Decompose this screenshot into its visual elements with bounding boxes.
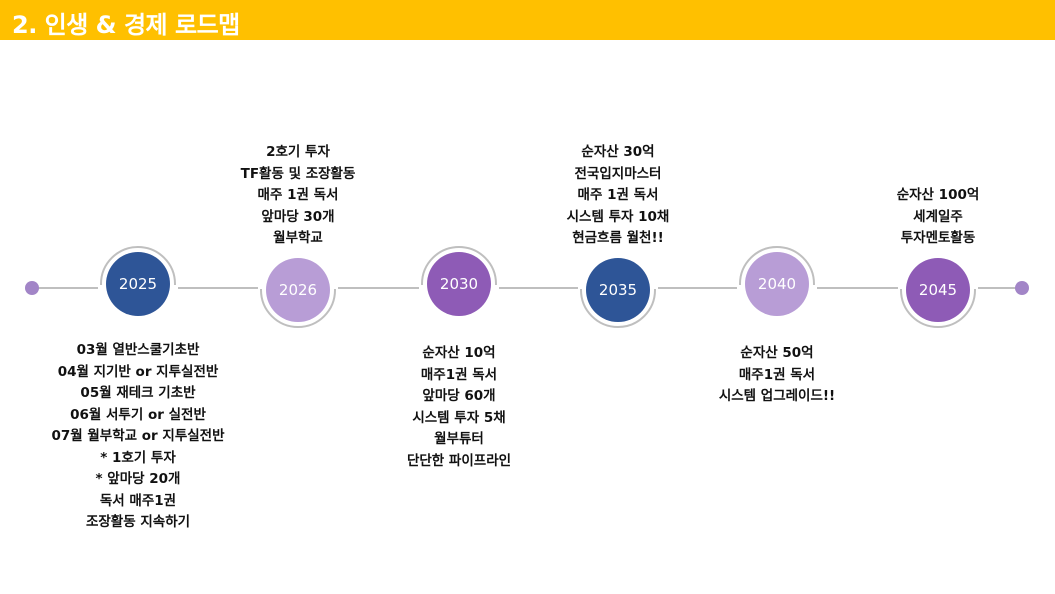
milestone-year-label: 2045 <box>919 281 957 299</box>
page-title: 2. 인생 & 경제 로드맵 <box>12 11 240 39</box>
milestone-goal-line: TF활동 및 조장활동 <box>240 165 356 182</box>
milestone-year-label: 2026 <box>279 281 317 299</box>
milestone-node-2030: 2030 <box>419 246 499 325</box>
milestone-goal-line: * 1호기 투자 <box>100 449 176 466</box>
milestone-goal-line: 투자멘토활동 <box>900 230 976 246</box>
header-bar: 2. 인생 & 경제 로드맵 <box>0 0 1055 40</box>
milestone-goal-line: 앞마당 30개 <box>261 208 335 225</box>
milestone-goals-2025: 03월 열반스쿨기초반 04월 지기반 or 지투실전반 05월 재테크 기초반 06… <box>51 340 224 534</box>
milestone-goal-line: 05월 재테크 기초반 <box>80 385 196 401</box>
milestone-goal-line: 월부학교 <box>273 230 323 246</box>
milestone-goal-line: 독서 매주1권 <box>99 492 177 509</box>
milestone-goal-line: 앞마당 60개 <box>422 388 496 404</box>
milestone-goal-line: * 앞마당 20개 <box>95 471 181 487</box>
milestone-goal-line: 매주 1권 독서 <box>577 187 659 203</box>
timeline-start-dot <box>25 281 39 295</box>
milestone-goal-line: 전국입지마스터 <box>574 165 662 182</box>
milestone-goal-line: 순자산 10억 <box>422 345 496 361</box>
milestone-circle <box>745 252 809 316</box>
milestone-goal-line: 06월 서투기 or 실전반 <box>70 406 206 423</box>
milestone-circle <box>106 252 170 316</box>
milestone-year-label: 2030 <box>440 275 478 293</box>
milestone-goal-line: 03월 열반스쿨기초반 <box>76 342 200 358</box>
milestone-goal-line: 순자산 30억 <box>581 144 655 160</box>
milestone-year-label: 2035 <box>599 281 637 299</box>
milestone-goal-line: 현금흐름 월천!! <box>572 230 664 246</box>
milestone-circle <box>427 252 491 316</box>
milestone-goal-line: 시스템 투자 5채 <box>412 409 506 426</box>
milestone-node-2035: 2035 <box>578 249 658 328</box>
milestone-goal-line: 순자산 100억 <box>896 187 980 203</box>
milestone-goal-line: 04월 지기반 or 지투실전반 <box>57 363 219 380</box>
milestone-node-2040: 2040 <box>737 246 817 325</box>
milestone-goal-line: 2호기 투자 <box>266 144 330 160</box>
milestone-goal-line: 세계일주 <box>913 208 963 225</box>
milestone-goal-line: 월부튜터 <box>434 431 484 447</box>
milestone-goal-line: 단단한 파이프라인 <box>406 452 512 469</box>
timeline-end-dot <box>1015 281 1029 295</box>
milestone-goal-line: 07월 월부학교 or 지투실전반 <box>51 428 225 444</box>
milestone-goal-line: 시스템 업그레이드!! <box>718 388 836 404</box>
milestone-year-label: 2040 <box>758 275 796 293</box>
milestone-circle <box>266 258 330 322</box>
milestone-goal-line: 시스템 투자 10채 <box>566 208 670 225</box>
milestone-goal-line: 매주 1권 독서 <box>257 187 339 203</box>
milestone-goal-line: 순자산 50억 <box>740 345 814 361</box>
milestone-circle <box>906 258 970 322</box>
milestone-circle <box>586 258 650 322</box>
milestone-node-2026: 2026 <box>258 249 338 328</box>
milestone-goal-line: 조장활동 지속하기 <box>85 514 191 530</box>
milestone-year-label: 2025 <box>119 275 157 293</box>
milestone-goal-line: 매주1권 독서 <box>420 366 498 383</box>
milestone-node-2045: 2045 <box>898 249 978 328</box>
milestone-node-2025: 2025 <box>98 246 178 325</box>
milestone-goal-line: 매주1권 독서 <box>738 366 816 383</box>
